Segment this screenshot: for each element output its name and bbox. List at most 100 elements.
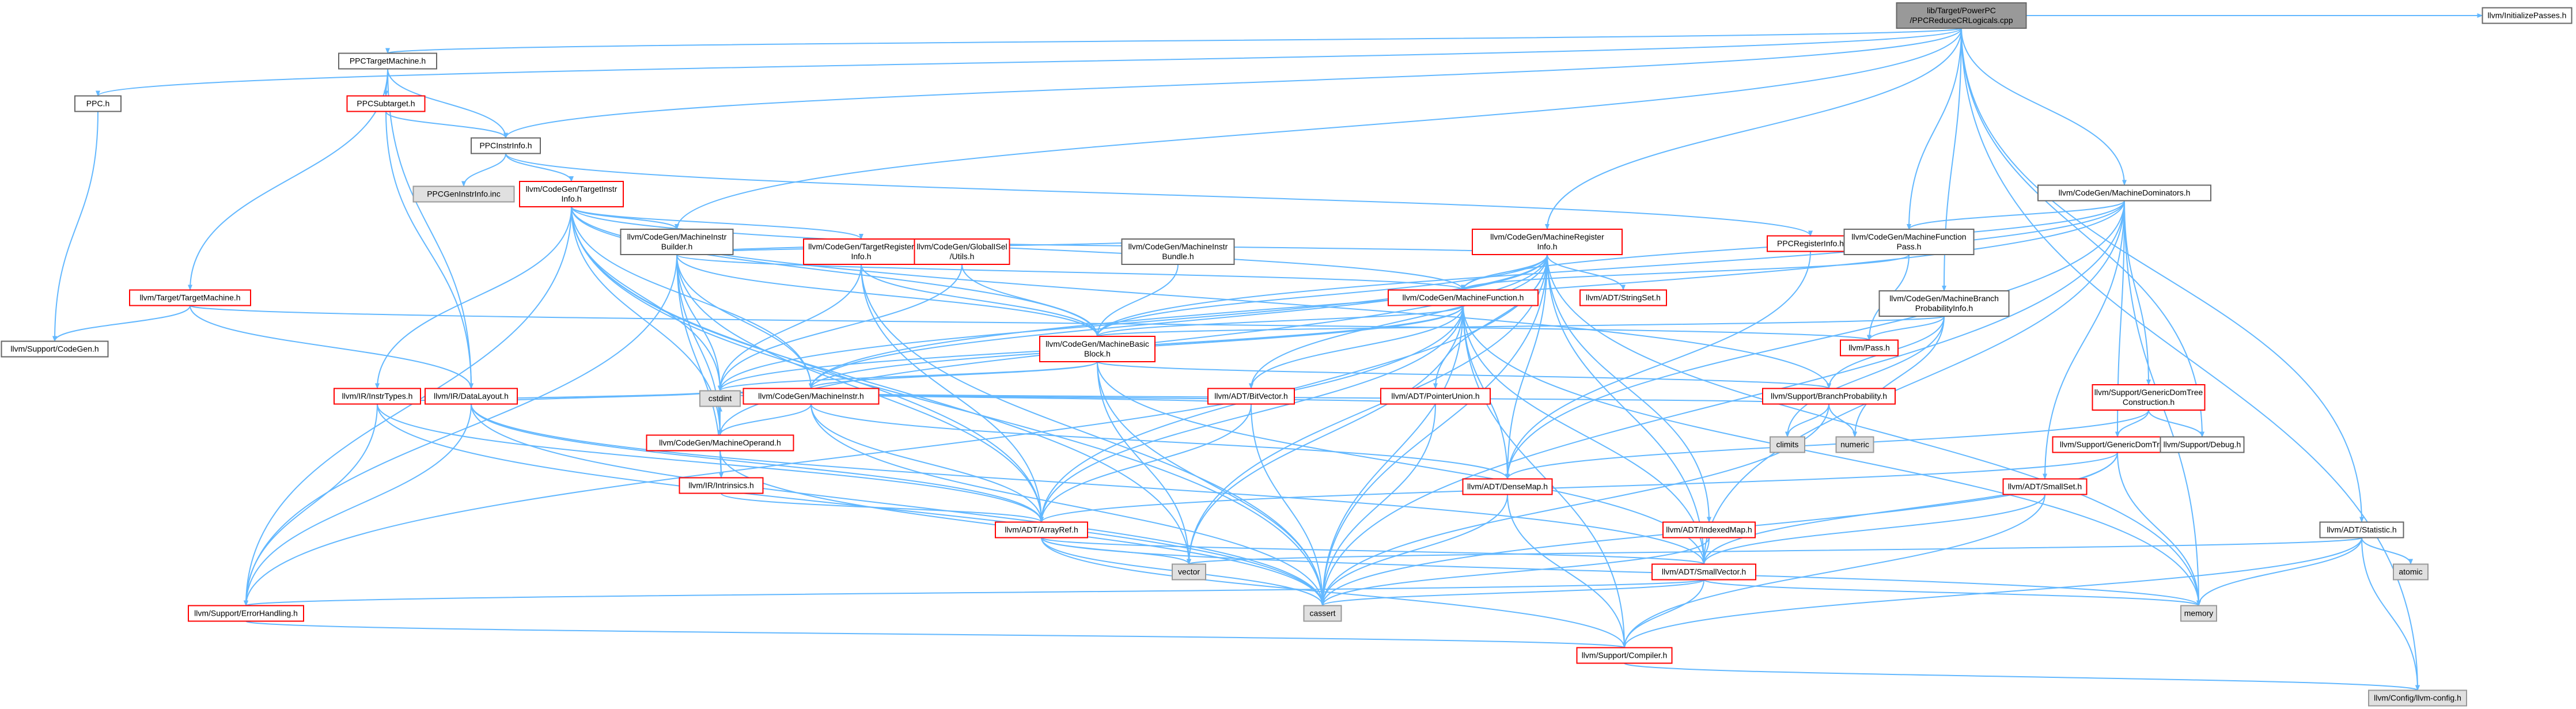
node-label: llvm/ADT/SmallSet.h	[2008, 482, 2082, 491]
node-label: llvm/Support/ErrorHandling.h	[194, 609, 298, 618]
node-debug[interactable]: llvm/Support/Debug.h	[2160, 436, 2245, 453]
edge-mdom-to-dmap	[1505, 200, 2125, 480]
node-label: llvm/IR/InstrTypes.h	[342, 392, 413, 401]
node-aref[interactable]: llvm/ADT/ArrayRef.h	[995, 521, 1088, 539]
edge-mri-to-vector	[1187, 254, 1548, 565]
node-gdtc[interactable]: llvm/Support/GenericDomTreeConstruction.…	[2092, 384, 2206, 411]
node-ppch[interactable]: PPC.h	[74, 95, 122, 112]
edge-mi-to-dmap	[810, 404, 1510, 480]
node-bp[interactable]: llvm/Support/BranchProbability.h	[1762, 388, 1896, 405]
node-label: llvm/InitializePasses.h	[2488, 11, 2567, 20]
node-box	[1835, 436, 1874, 453]
node-label: llvm/ADT/ArrayRef.h	[1005, 525, 1078, 534]
edge-imap-to-cassert	[1320, 537, 1710, 606]
node-cg[interactable]: llvm/Support/CodeGen.h	[1, 340, 109, 358]
node-ppcsub[interactable]: PPCSubtarget.h	[346, 95, 426, 112]
node-box	[519, 181, 624, 207]
edge-ppctm-to-ppcii	[387, 69, 508, 139]
node-comp[interactable]: llvm/Support/Compiler.h	[1576, 647, 1673, 664]
node-memory: memory	[2180, 605, 2217, 622]
edge-root-to-ppch	[96, 28, 1962, 97]
node-ppctm[interactable]: PPCTargetMachine.h	[338, 52, 437, 70]
edge-mbpi-to-climits	[1785, 316, 1945, 438]
node-intr[interactable]: llvm/IR/Intrinsics.h	[679, 477, 764, 494]
edge-dmap-to-cassert	[1320, 494, 1508, 606]
node-numeric: numeric	[1835, 436, 1874, 453]
node-box	[914, 238, 1010, 265]
node-bitv[interactable]: llvm/ADT/BitVector.h	[1207, 388, 1295, 405]
edge-mf-to-comp	[1463, 305, 1627, 649]
node-box	[2037, 184, 2211, 202]
node-ppcii[interactable]: PPCInstrInfo.h	[471, 137, 541, 154]
edge-errh-to-comp	[245, 620, 1627, 649]
edge-bp-to-climits	[1785, 404, 1829, 438]
node-cfg: llvm/Config/llvm-config.h	[2368, 689, 2467, 707]
edge-mdom-to-svec	[1702, 200, 2125, 565]
edge-mdom-to-cassert	[1320, 200, 2125, 606]
node-ppcri[interactable]: PPCRegisterInfo.h	[1767, 235, 1854, 252]
node-strset[interactable]: llvm/ADT/StringSet.h	[1579, 289, 1667, 306]
node-itypes[interactable]: llvm/IR/InstrTypes.h	[334, 388, 421, 405]
node-box	[1039, 336, 1156, 362]
node-gisel[interactable]: llvm/CodeGen/GlobalISel/Utils.h	[914, 238, 1010, 265]
edge-ltm-to-cg	[52, 305, 191, 342]
node-ltm[interactable]: llvm/Target/TargetMachine.h	[129, 289, 251, 306]
edge-mib-to-mbb	[676, 254, 1100, 337]
edge-aref-to-comp	[1041, 537, 1627, 649]
edge-ltm-to-dl	[190, 305, 473, 389]
node-box	[1662, 521, 1756, 539]
edge-tii-to-tri	[571, 206, 863, 240]
node-box	[425, 388, 518, 405]
node-label: llvm/CodeGen/MachineDominators.h	[2059, 188, 2191, 198]
node-label: Construction.h	[2123, 397, 2175, 407]
node-errh[interactable]: llvm/Support/ErrorHandling.h	[188, 605, 304, 622]
node-label: llvm/Support/Compiler.h	[1582, 651, 1668, 660]
node-box	[2180, 605, 2217, 622]
node-ptru[interactable]: llvm/ADT/PointerUnion.h	[1380, 388, 1491, 405]
node-mf[interactable]: llvm/CodeGen/MachineFunction.h	[1388, 289, 1539, 306]
node-mdom[interactable]: llvm/CodeGen/MachineDominators.h	[2037, 184, 2211, 202]
edge-mri-to-cstdint	[718, 254, 1548, 392]
edge-dl-to-aref	[471, 404, 1044, 523]
node-gen: PPCGenInstrInfo.inc	[412, 185, 515, 203]
node-label: llvm/Support/Debug.h	[2164, 440, 2241, 449]
edge-ppcsub-to-ppcii	[385, 111, 508, 139]
edge-root-to-mfp	[1907, 28, 1962, 230]
node-vector: vector	[1172, 563, 1206, 581]
node-dl[interactable]: llvm/IR/DataLayout.h	[425, 388, 518, 405]
node-box	[743, 388, 880, 405]
node-stat[interactable]: llvm/ADT/Statistic.h	[2319, 521, 2404, 539]
edge-gdtc-to-debug	[2148, 410, 2204, 438]
node-label: llvm/CodeGen/MachineInstr.h	[758, 392, 864, 401]
node-label: climits	[1776, 440, 1799, 449]
node-box	[1576, 647, 1673, 664]
node-dmap[interactable]: llvm/ADT/DenseMap.h	[1462, 478, 1553, 495]
node-label: PPCGenInstrInfo.inc	[427, 189, 501, 199]
node-box	[412, 185, 515, 203]
node-pass[interactable]: llvm/Pass.h	[1840, 339, 1899, 357]
node-mi[interactable]: llvm/CodeGen/MachineInstr.h	[743, 388, 880, 405]
node-sset[interactable]: llvm/ADT/SmallSet.h	[2002, 478, 2088, 495]
node-label: llvm/CodeGen/MachineBasic	[1045, 339, 1149, 348]
edge-mri-to-cassert	[1320, 254, 1548, 606]
edge-gdtc-to-gdt	[2115, 410, 2149, 438]
node-cstdint: cstdint	[699, 390, 741, 407]
node-label: llvm/CodeGen/TargetInstr	[526, 184, 618, 194]
node-mo[interactable]: llvm/CodeGen/MachineOperand.h	[646, 434, 794, 452]
node-mbpi[interactable]: llvm/CodeGen/MachineBranchProbabilityInf…	[1878, 290, 2010, 317]
node-initp[interactable]: llvm/InitializePasses.h	[2482, 7, 2573, 24]
node-root[interactable]: lib/Target/PowerPC/PPCReduceCRLogicals.c…	[1896, 2, 2027, 29]
node-label: llvm/ADT/IndexedMap.h	[1666, 525, 1752, 534]
node-box	[1896, 2, 2027, 29]
node-imap[interactable]: llvm/ADT/IndexedMap.h	[1662, 521, 1756, 539]
node-svec[interactable]: llvm/ADT/SmallVector.h	[1651, 563, 1756, 581]
node-cassert: cassert	[1303, 605, 1342, 622]
